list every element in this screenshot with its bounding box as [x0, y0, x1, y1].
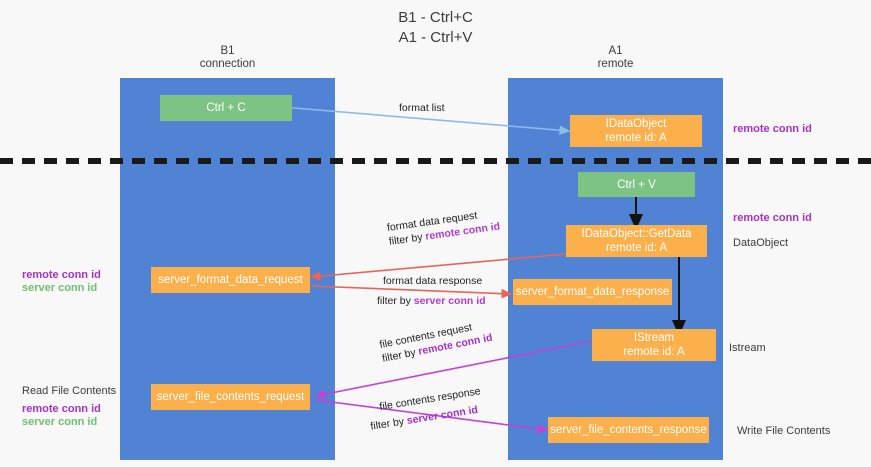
lane-header-b1-role: connection	[199, 58, 256, 70]
lane-header-b1-name: B1	[220, 45, 235, 57]
node-ctrl-c-label: Ctrl + C	[206, 102, 246, 114]
node-server-format-data-request[interactable]: server_format_data_request	[151, 267, 310, 293]
label-remote-conn-id-mid: remote conn id	[733, 212, 812, 224]
diagram-title: B1 - Ctrl+C A1 - Ctrl+V	[0, 8, 871, 48]
edge-label-file-contents-request: file contents request filter by remote c…	[378, 317, 494, 366]
node-server-format-data-request-label: server_format_data_request	[158, 274, 303, 286]
node-istream[interactable]: IStream remote id: A	[592, 329, 716, 361]
node-idataobject-remoteid: remote id: A	[605, 132, 667, 144]
edge-label-format-data-response-filter: filter by server conn id	[377, 295, 486, 307]
edge-label-format-data-response: format data response filter by server co…	[377, 274, 486, 308]
lane-header-a1-name: A1	[608, 45, 623, 57]
label-istream: Istream	[729, 342, 766, 354]
node-server-format-data-response[interactable]: server_format_data_response	[513, 279, 672, 305]
label-left-mid-remote-conn-id: remote conn id	[22, 269, 101, 281]
lane-header-b1: B1 connection	[120, 45, 335, 71]
title-line-1: B1 - Ctrl+C	[398, 9, 473, 26]
node-istream-remoteid: remote id: A	[623, 346, 685, 358]
node-getdata[interactable]: IDataObject::GetData remote id: A	[566, 225, 707, 257]
node-server-file-contents-response-label: server_file_contents_response	[550, 424, 707, 436]
lane-header-a1-role: remote	[597, 58, 634, 70]
title-line-2: A1 - Ctrl+V	[398, 29, 473, 46]
edge-label-format-data-request: format data request filter by remote con…	[386, 206, 501, 249]
label-write-file-contents: Write File Contents	[737, 425, 831, 437]
node-ctrl-v-label: Ctrl + V	[617, 178, 656, 191]
node-idataobject[interactable]: IDataObject remote id: A	[570, 115, 702, 147]
node-server-file-contents-response[interactable]: server_file_contents_response	[548, 417, 709, 443]
label-left-bottom-server-conn-id: server conn id	[22, 416, 98, 428]
node-server-file-contents-request-label: server_file_contents_request	[156, 391, 305, 403]
edge-label-format-list: format list	[399, 102, 445, 114]
edge-label-format-data-response-main: format data response	[383, 275, 483, 287]
node-server-format-data-response-label: server_format_data_response	[515, 286, 670, 298]
node-ctrl-c[interactable]: Ctrl + C	[160, 95, 292, 121]
label-read-file-contents: Read File Contents	[22, 385, 117, 397]
label-dataobject: DataObject	[733, 237, 789, 249]
node-istream-label: IStream	[633, 332, 675, 344]
label-remote-conn-id-top: remote conn id	[733, 123, 812, 135]
node-ctrl-v[interactable]: Ctrl + V	[578, 172, 695, 197]
edge-label-file-contents-response: file contents response filter by server …	[370, 384, 484, 432]
node-getdata-remoteid: remote id: A	[605, 242, 668, 254]
label-left-bottom-remote-conn-id: remote conn id	[22, 403, 101, 415]
label-left-mid-server-conn-id: server conn id	[22, 282, 98, 294]
node-idataobject-label: IDataObject	[605, 118, 667, 130]
node-server-file-contents-request[interactable]: server_file_contents_request	[151, 384, 310, 410]
node-getdata-label: IDataObject::GetData	[581, 228, 692, 240]
lane-header-a1: A1 remote	[508, 45, 723, 71]
